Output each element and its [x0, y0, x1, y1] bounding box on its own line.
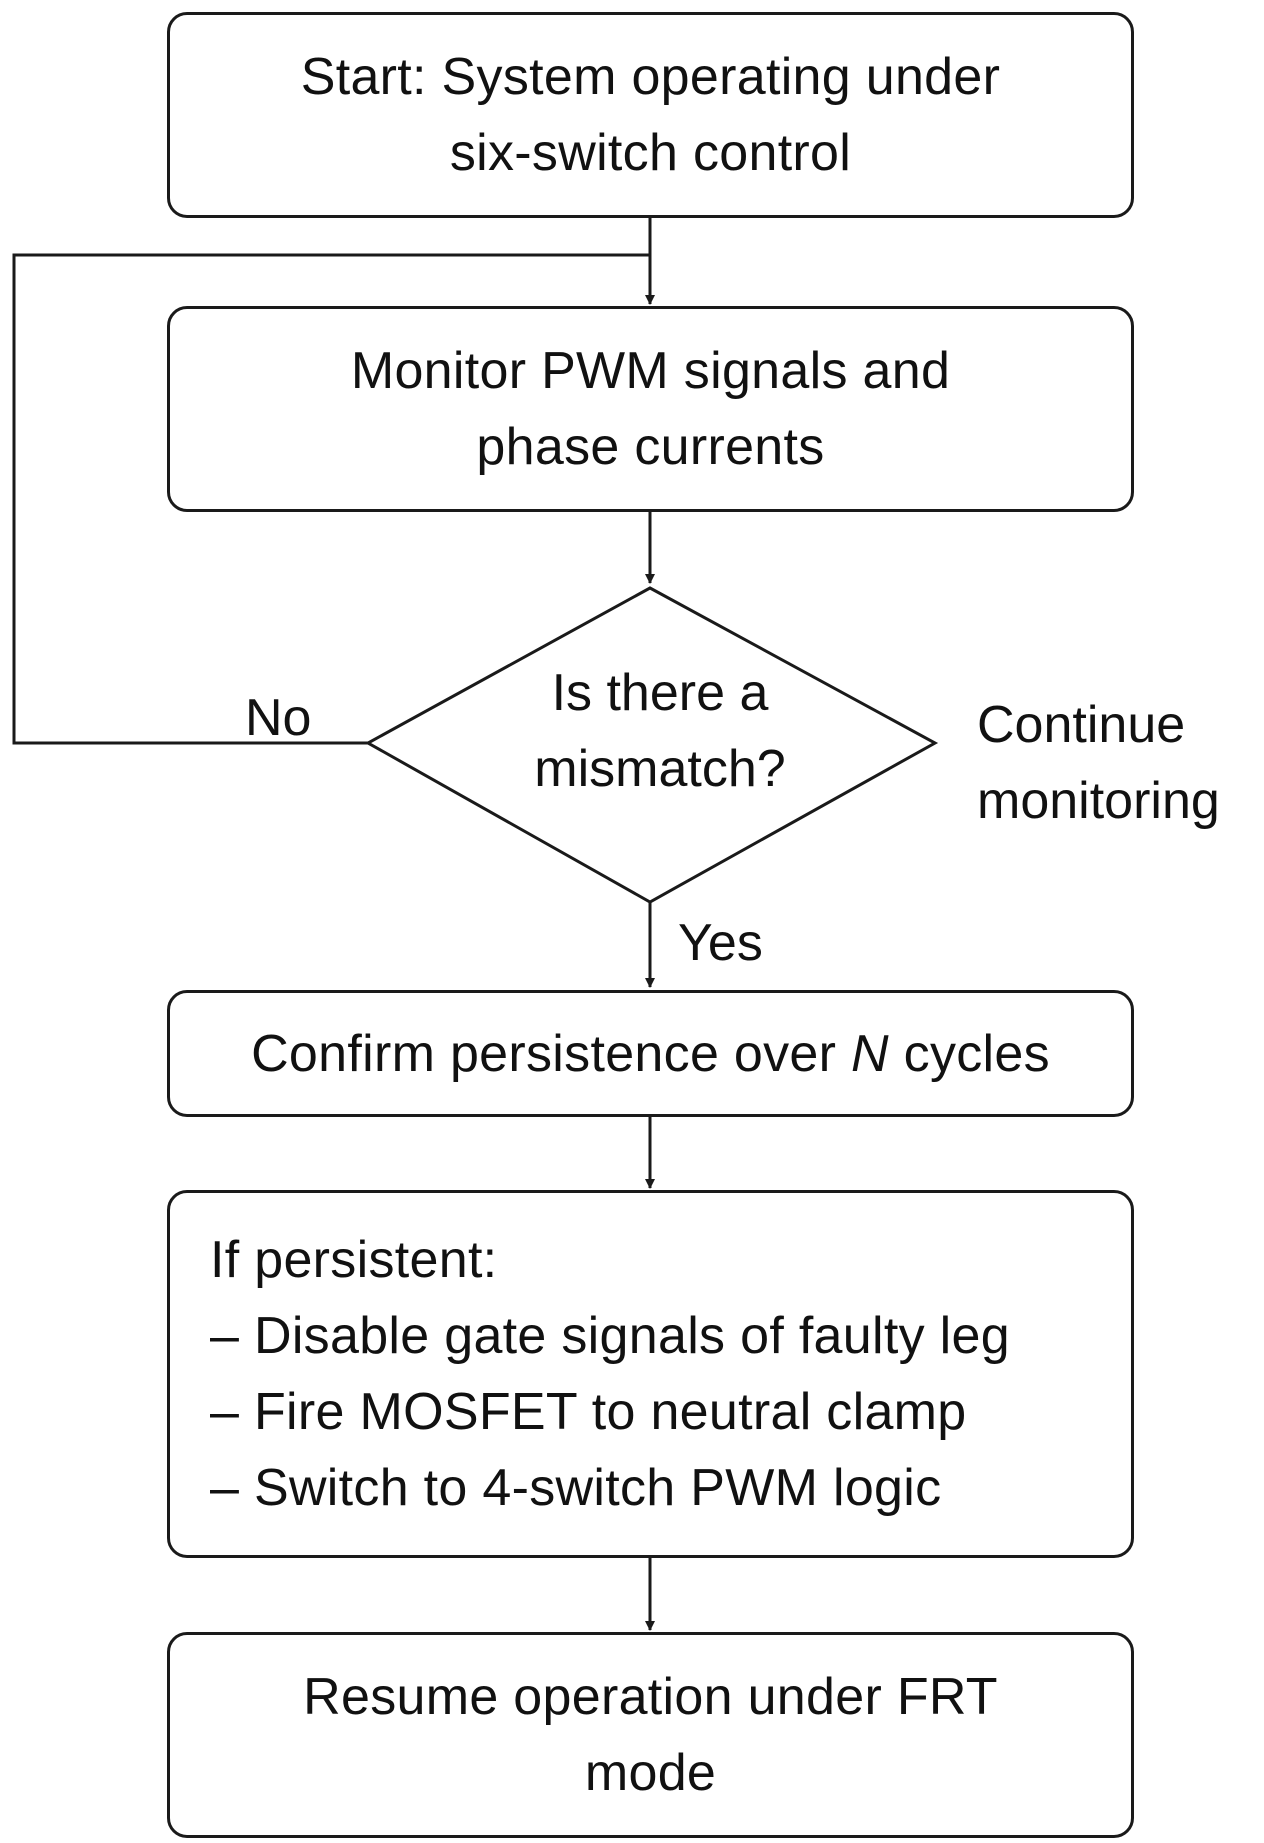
start-text-line-1: Start: System operating under [300, 48, 1001, 106]
decision-text-line-2: mismatch? [534, 740, 786, 798]
resume-text-line-1: Resume operation under FRT [303, 1668, 998, 1726]
action-item-switch-logic: – Switch to 4-switch PWM logic [210, 1459, 942, 1517]
actions-box: If persistent: – Disable gate signals of… [167, 1190, 1134, 1558]
confirm-text-before: Confirm persistence over [251, 1024, 852, 1083]
monitor-box: Monitor PWM signals and phase currents [167, 306, 1134, 512]
confirm-box: Confirm persistence over N cycles [167, 990, 1134, 1117]
action-item-fire-mosfet: – Fire MOSFET to neutral clamp [210, 1383, 967, 1441]
confirm-variable-n: N [851, 1024, 889, 1083]
continue-text-line-2: monitoring [977, 772, 1220, 830]
action-item-disable-gate: – Disable gate signals of faulty leg [210, 1307, 1010, 1365]
decision-label: Is there a mismatch? [470, 655, 850, 807]
resume-box: Resume operation under FRT mode [167, 1632, 1134, 1838]
start-box: Start: System operating under six-switch… [167, 12, 1134, 218]
yes-label: Yes [678, 914, 763, 972]
continue-text-line-1: Continue [977, 696, 1186, 754]
start-text-line-2: six-switch control [449, 124, 852, 182]
actions-heading: If persistent: [210, 1231, 498, 1289]
monitor-text-line-1: Monitor PWM signals and [350, 342, 951, 400]
confirm-text-after: cycles [888, 1024, 1050, 1083]
decision-text-line-1: Is there a [551, 664, 769, 722]
no-label: No [245, 689, 312, 747]
no-loop-line [12, 253, 650, 745]
continue-monitoring-label: Continue monitoring [977, 687, 1220, 839]
confirm-text: Confirm persistence over N cycles [251, 1016, 1050, 1092]
monitor-text-line-2: phase currents [476, 418, 825, 476]
resume-text-line-2: mode [584, 1744, 717, 1802]
